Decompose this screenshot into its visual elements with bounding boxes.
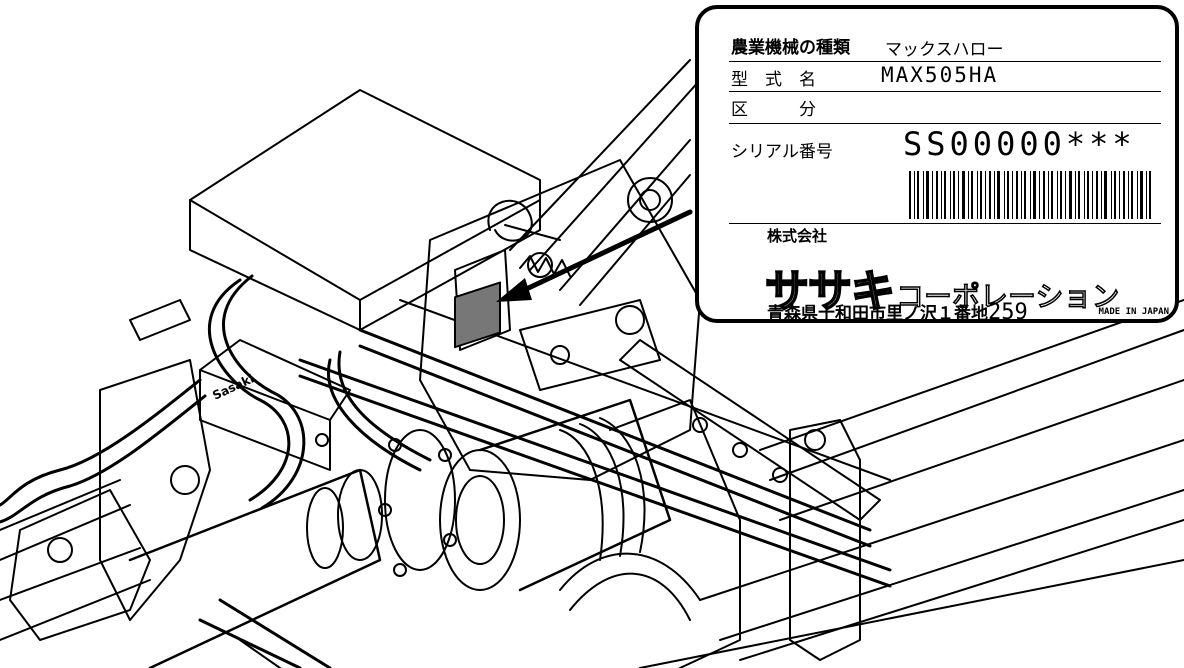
address-text: 青森県十和田市里ノ沢１番地 xyxy=(767,304,988,324)
lift-arm-hole xyxy=(692,417,708,433)
barcode xyxy=(909,171,1151,219)
control-rod xyxy=(298,299,892,588)
machine-type-label: 農業機械の種類 xyxy=(731,38,850,58)
guard-arc xyxy=(559,552,701,601)
company-name: ササキ xyxy=(764,265,896,318)
divider-rule xyxy=(729,223,1161,224)
output-shaft xyxy=(478,398,672,592)
divider-rule xyxy=(729,61,1161,62)
model-value: MAX505HA xyxy=(881,63,999,87)
company-logo: ササキコーポレーション xyxy=(764,255,1120,319)
spring xyxy=(519,255,571,277)
control-box xyxy=(199,369,331,471)
right-bracket xyxy=(789,419,861,661)
left-hitch-hole xyxy=(170,465,200,495)
company-address: 青森県十和田市里ノ沢１番地259 xyxy=(767,299,1028,325)
divider-rule xyxy=(729,123,1161,124)
left-hitch-bracket xyxy=(99,359,211,621)
pointer-arrow-line xyxy=(517,209,693,295)
pto-flange xyxy=(384,429,456,571)
right-bracket-hole xyxy=(804,429,826,451)
main-frame-beam xyxy=(639,299,1184,668)
cover-box xyxy=(189,89,541,331)
serial-label-plate: 農業機械の種類 マックスハロー 型 式 名 MAX505HA 区 分 シリアル番… xyxy=(695,5,1179,325)
lift-arm-hole xyxy=(732,442,748,458)
serial-value: SS00000*** xyxy=(903,125,1136,163)
serial-label: シリアル番号 xyxy=(731,142,833,162)
category-label: 区 分 xyxy=(731,100,816,120)
divider-rule xyxy=(729,91,1161,92)
top-link-arm xyxy=(509,59,701,306)
address-number: 259 xyxy=(988,300,1028,325)
label-patch xyxy=(454,281,501,349)
lift-arm-hole xyxy=(772,467,788,483)
machine-type-value: マックスハロー xyxy=(885,40,1004,60)
right-bracket-2 xyxy=(609,399,741,668)
company-prefix: 株式会社 xyxy=(767,227,828,245)
hydraulic-hose xyxy=(0,274,432,524)
lower-arm xyxy=(198,618,302,668)
hitch-pin xyxy=(487,199,533,242)
lift-arm xyxy=(619,339,881,521)
made-in-label: MADE IN JAPAN xyxy=(1098,307,1169,317)
pto-shaft xyxy=(128,468,382,668)
company-suffix: コーポレーション xyxy=(895,279,1120,314)
gearbox-housing xyxy=(419,159,701,481)
model-label: 型 式 名 xyxy=(731,70,816,90)
handle xyxy=(129,299,191,341)
pointer-arrow-head xyxy=(496,278,532,302)
hitch-plate xyxy=(9,489,151,641)
